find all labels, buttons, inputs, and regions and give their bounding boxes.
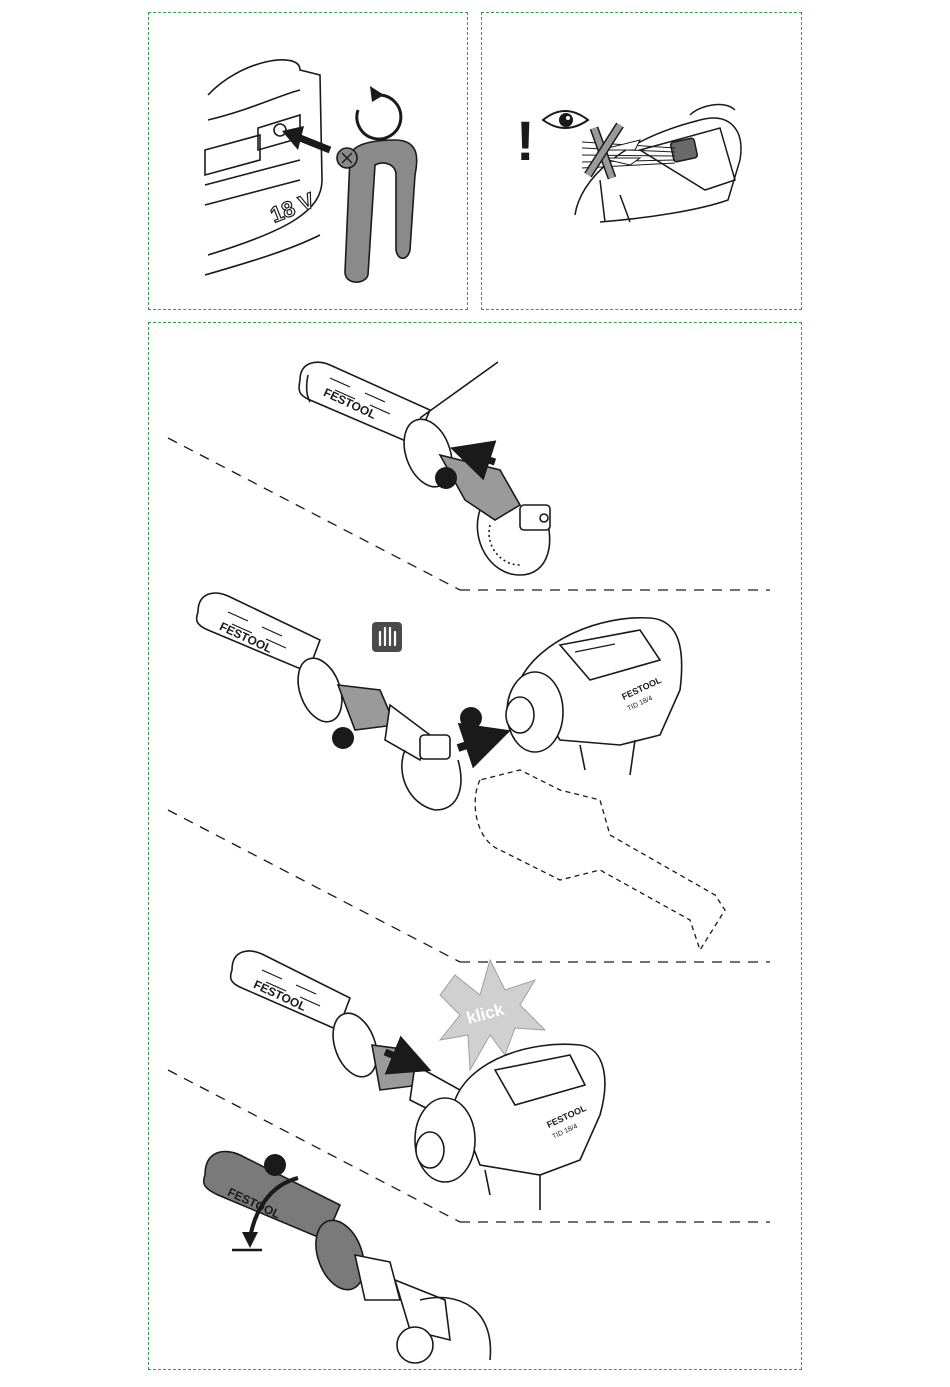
step-2-arrow-icon (458, 738, 488, 748)
eye-icon (543, 111, 588, 128)
step-1-arrow-icon (470, 454, 495, 462)
warning-exclamation: ! (516, 109, 535, 172)
step-4-marker (264, 1154, 286, 1176)
rotate-arrow-icon (357, 86, 401, 139)
step-2-marker-b (460, 707, 482, 729)
step-2-impact-driver (506, 618, 682, 775)
battery-illustration (205, 60, 322, 275)
step-4-handle (204, 1152, 491, 1363)
do-not-icon (588, 125, 620, 178)
step-3-handle (231, 951, 460, 1120)
ghost-handle-outline (475, 770, 725, 950)
belt-clip-illustration (337, 140, 417, 282)
push-arrow-icon (282, 126, 330, 150)
step-1-marker (435, 467, 457, 489)
hand-icon (372, 622, 402, 652)
divider-2 (168, 810, 460, 962)
step-2-marker-a (332, 727, 354, 749)
